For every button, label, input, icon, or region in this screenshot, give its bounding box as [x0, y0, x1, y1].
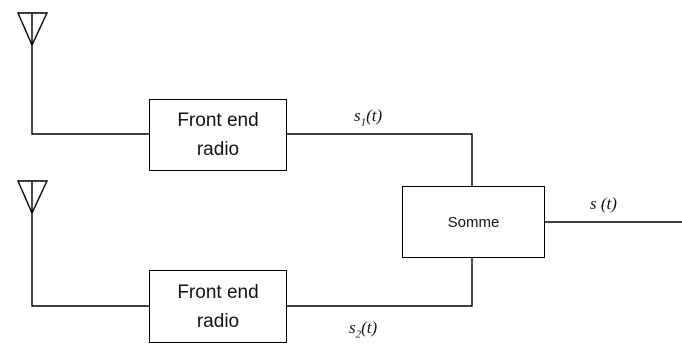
- front-end-bottom-line2: radio: [196, 310, 240, 332]
- s2-sub: 2: [355, 328, 362, 341]
- front-end-bottom-line1: Front end: [177, 281, 259, 303]
- wire-s1-to-sum: [287, 133, 473, 186]
- s1-sub: 1: [360, 116, 367, 129]
- antenna-bottom: [16, 180, 49, 215]
- s1-arg: (t): [366, 106, 383, 125]
- s2-arg: (t): [361, 318, 378, 337]
- front-end-top-line2: radio: [196, 139, 240, 160]
- front-end-radio-bottom: Front end radio: [149, 270, 287, 343]
- signal-s1-label: s1(t): [354, 106, 382, 128]
- front-end-radio-top: Front end radio: [149, 99, 287, 171]
- wire-antenna-top-to-frontend: [31, 45, 149, 135]
- out-base: s: [590, 194, 597, 213]
- sum-block: Somme: [402, 186, 545, 258]
- sum-label: Somme: [447, 213, 500, 231]
- signal-s2-label: s2(t): [349, 318, 377, 340]
- signal-output-label: s (t): [590, 194, 617, 214]
- wire-s2-to-sum: [287, 258, 473, 307]
- wire-antenna-bottom-to-frontend: [31, 213, 149, 307]
- front-end-top-line1: Front end: [177, 110, 259, 131]
- out-arg: (t): [596, 194, 617, 213]
- antenna-top: [16, 12, 49, 47]
- s2-base: s: [349, 318, 356, 337]
- s1-base: s: [354, 106, 361, 125]
